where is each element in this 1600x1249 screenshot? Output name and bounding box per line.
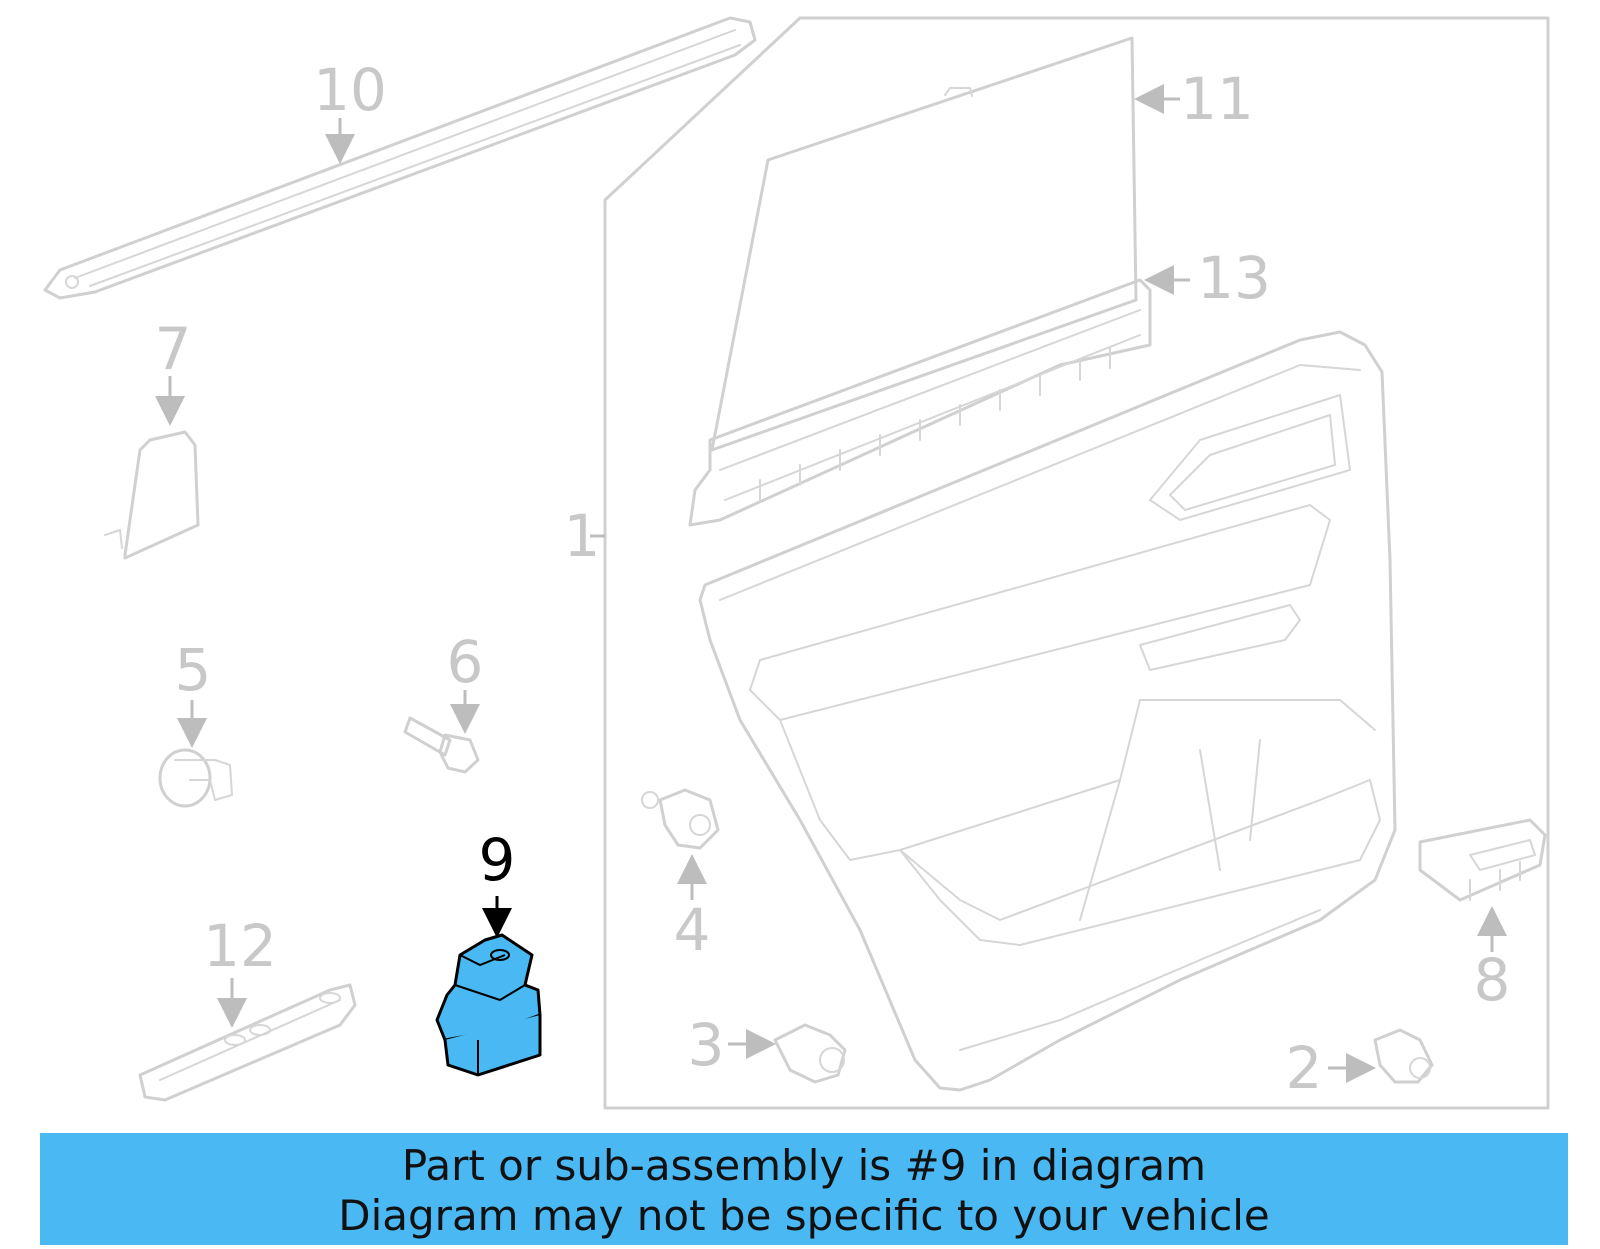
window-switch-part-9[interactable] [435, 896, 542, 1077]
callout-3: 3 [688, 1011, 725, 1079]
door-glass-part-11 [710, 36, 1180, 452]
handle-bezel-part-8 [1418, 818, 1547, 952]
retainer-part-3 [728, 1023, 847, 1084]
push-pin-part-4 [641, 788, 720, 900]
callout-4: 4 [674, 896, 711, 964]
disclaimer-banner: Part or sub-assembly is #9 in diagram Di… [40, 1133, 1568, 1245]
callout-5: 5 [175, 636, 212, 704]
clip-part-5 [158, 700, 233, 808]
banner-line-2: Diagram may not be specific to your vehi… [338, 1191, 1270, 1240]
callout-10: 10 [313, 56, 387, 124]
callout-2: 2 [1286, 1034, 1323, 1102]
glass-run-channel-part-13 [688, 265, 1190, 527]
callout-8: 8 [1474, 946, 1511, 1014]
callout-13: 13 [1197, 244, 1271, 312]
callout-9: 9 [479, 826, 516, 894]
door-trim-panel [698, 330, 1397, 1092]
banner-line-1: Part or sub-assembly is #9 in diagram [401, 1141, 1207, 1190]
retainer-part-2 [1328, 1028, 1434, 1084]
door-assembly-frame [590, 16, 1550, 1110]
callout-11: 11 [1180, 65, 1254, 133]
callout-7: 7 [155, 315, 192, 383]
callout-1: 1 [564, 502, 601, 570]
belt-molding-part-10 [43, 16, 757, 300]
callout-12: 12 [203, 912, 277, 980]
bolt-part-6 [403, 690, 480, 774]
pull-cup-part-12 [138, 978, 357, 1102]
callout-6: 6 [447, 628, 484, 696]
trim-cover-part-7 [104, 376, 200, 560]
